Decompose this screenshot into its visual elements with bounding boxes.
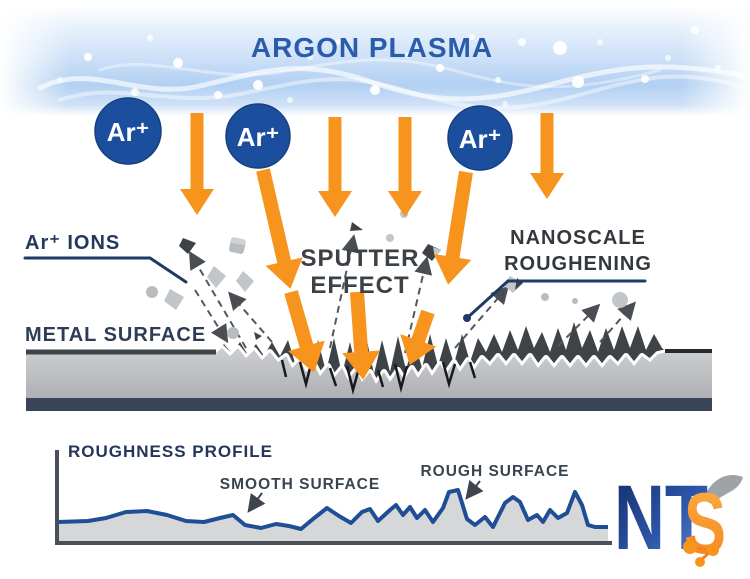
debris-shard [236, 271, 254, 292]
sputter-effect-label-line1: SPUTTER [300, 245, 419, 272]
ejecta-arrow [228, 291, 273, 343]
diagram-title: ARGON PLASMA [251, 32, 493, 63]
ion-circle-3: Ar⁺ [447, 105, 513, 171]
ejecta-arrow [454, 285, 509, 349]
surface-base-strip [26, 398, 712, 411]
debris-pebble [227, 327, 239, 339]
rough-surface-label: ROUGH SURFACE [420, 463, 569, 480]
debris-shard [164, 289, 184, 310]
down-arrow-slanted [284, 290, 325, 373]
ar-ions-leader-line [23, 256, 188, 284]
ion-symbol: Ar⁺ [459, 124, 502, 154]
down-arrow-slanted [433, 170, 473, 285]
down-arrow-slanted [342, 291, 381, 380]
debris-pebble [386, 234, 394, 242]
debris-shard [179, 238, 196, 254]
debris-shard [254, 332, 262, 340]
surface-gray-body [26, 348, 712, 398]
ion-circle-2: Ar⁺ [225, 103, 291, 169]
down-arrow [318, 117, 352, 217]
debris-shard [207, 266, 226, 288]
chart-title: ROUGHNESS PROFILE [68, 442, 273, 461]
rough-surface-arrow [465, 480, 484, 500]
down-arrow-slanted [400, 309, 437, 365]
debris-cube [229, 237, 246, 254]
down-arrow [180, 113, 214, 215]
down-arrow [530, 113, 564, 199]
down-arrow-slanted [256, 168, 303, 289]
plasma-wave [58, 74, 750, 110]
metal-surface-label: METAL SURFACE [25, 324, 206, 346]
ion-symbol: Ar⁺ [107, 117, 150, 147]
roughness-profile-fill [57, 490, 608, 541]
plasma-dots [57, 26, 721, 107]
roughness-profile-line [56, 488, 608, 531]
ejecta-arrow [557, 303, 601, 347]
debris-pebble [541, 293, 549, 301]
ar-ions-label: Ar⁺ IONS [25, 232, 120, 254]
debris-pebble [572, 298, 578, 304]
nanoscale-label-line2: ROUGHENING [504, 253, 652, 275]
argon-ion-circles: Ar⁺ Ar⁺ Ar⁺ [94, 97, 513, 171]
nanoscale-leader-line [465, 279, 647, 320]
plasma-fade-right [680, 6, 750, 116]
nts-logo: NT S [614, 467, 743, 572]
ion-arrows [180, 113, 564, 380]
ejecta-arrow [329, 234, 360, 349]
debris-pebble [612, 292, 628, 308]
debris-pebble [146, 286, 158, 298]
plasma-wave [98, 58, 662, 89]
metal-surface-block [26, 322, 712, 411]
sputter-effect-label-line2: EFFECT [310, 272, 409, 299]
plasma-waves [37, 58, 750, 110]
ion-symbol: Ar⁺ [237, 122, 280, 152]
plasma-band: ARGON PLASMA [0, 6, 750, 116]
logo-molecule-icon [683, 535, 719, 567]
plasma-fade-left [0, 6, 70, 116]
ion-circle-1: Ar⁺ [94, 97, 162, 165]
callouts: Ar⁺ IONS SPUTTER EFFECT NANOSCALE ROUGHE… [23, 227, 652, 346]
nanoscale-label-line1: NANOSCALE [510, 227, 646, 249]
logo-swoosh-icon [703, 474, 743, 504]
surface-cracks [280, 359, 477, 395]
ejecta-arrow [194, 289, 229, 344]
ejecta-arrow [599, 301, 636, 343]
plasma-wave [37, 64, 748, 102]
smooth-surface-arrow [247, 492, 266, 513]
debris-shard [350, 222, 363, 231]
smooth-surface-label: SMOOTH SURFACE [220, 476, 380, 493]
roughness-profile-chart: ROUGHNESS PROFILE SMOOTH SURFACE ROUGH S… [55, 442, 612, 545]
nanoscale-leader-dot [463, 314, 471, 322]
down-arrow [388, 117, 422, 217]
